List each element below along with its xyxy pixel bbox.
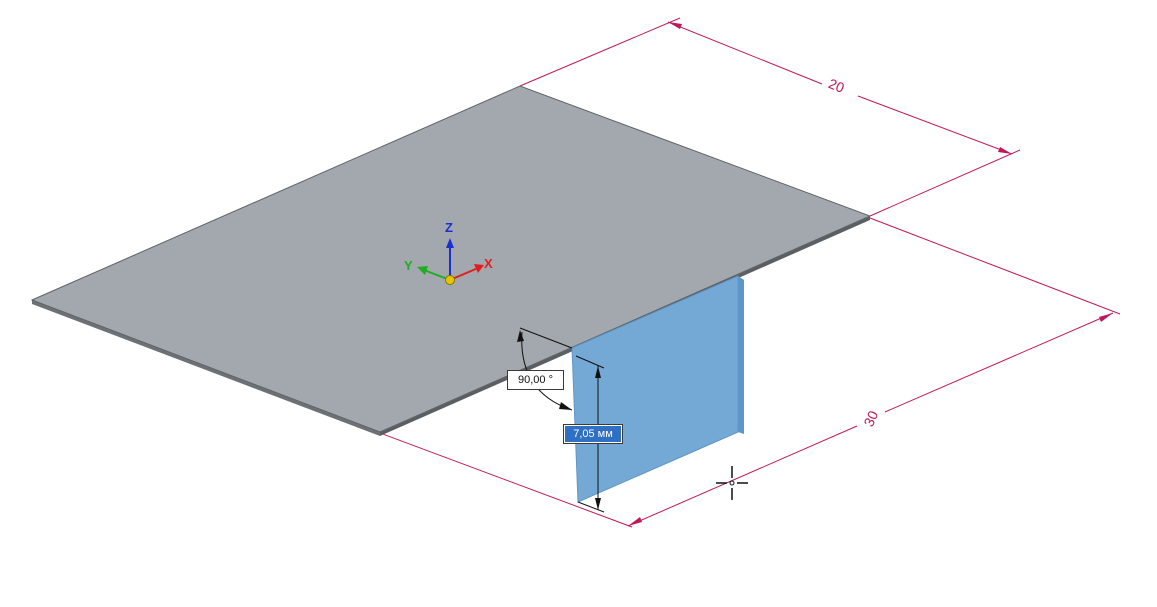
depth-extension-line-front — [379, 432, 633, 528]
width-dimension-label[interactable]: 20 — [826, 75, 847, 96]
coordinate-triad[interactable]: Z X Y — [404, 220, 493, 285]
height-arrow-bottom — [595, 498, 601, 510]
crosshair-cursor-icon — [716, 466, 748, 500]
height-extension-line-top — [575, 355, 605, 369]
width-extension-line-right — [869, 149, 1021, 217]
triad-z-label: Z — [445, 220, 453, 235]
plate-side-front — [32, 300, 380, 436]
depth-dimension-label[interactable]: 30 — [860, 408, 881, 429]
width-dimension-line-a — [667, 21, 823, 85]
depth-arrow-start — [1099, 313, 1113, 322]
triad-y-label: Y — [404, 258, 413, 273]
triad-origin[interactable] — [445, 275, 455, 285]
depth-arrow-end — [628, 517, 642, 526]
depth-dimension-line-b — [627, 425, 858, 527]
height-extension-line-bottom — [577, 501, 605, 513]
width-dimension-line-b — [857, 95, 1013, 155]
width-arrow-end — [998, 147, 1012, 154]
angle-input[interactable]: 90,00 ° — [507, 370, 564, 390]
width-extension-line-back — [519, 17, 681, 87]
flange-length-value: 7,05 мм — [565, 426, 621, 442]
flange-end-edge — [738, 276, 744, 434]
triad-x-axis — [449, 267, 479, 281]
flange-length-input[interactable]: 7,05 мм — [563, 424, 623, 444]
triad-x-label: X — [484, 256, 493, 271]
angle-extension-line — [519, 327, 573, 349]
triad-z-arrow — [446, 238, 454, 248]
width-arrow-start — [668, 22, 682, 29]
angle-arrow-bottom — [559, 402, 572, 410]
depth-dimension-line-a — [884, 312, 1114, 413]
depth-extension-line-right — [869, 217, 1121, 315]
triad-x-arrow — [474, 264, 484, 273]
angle-arrow-top — [517, 330, 524, 342]
height-arrow-top — [595, 366, 601, 378]
flange-face[interactable] — [571, 275, 739, 503]
triad-y-arrow — [417, 266, 428, 275]
